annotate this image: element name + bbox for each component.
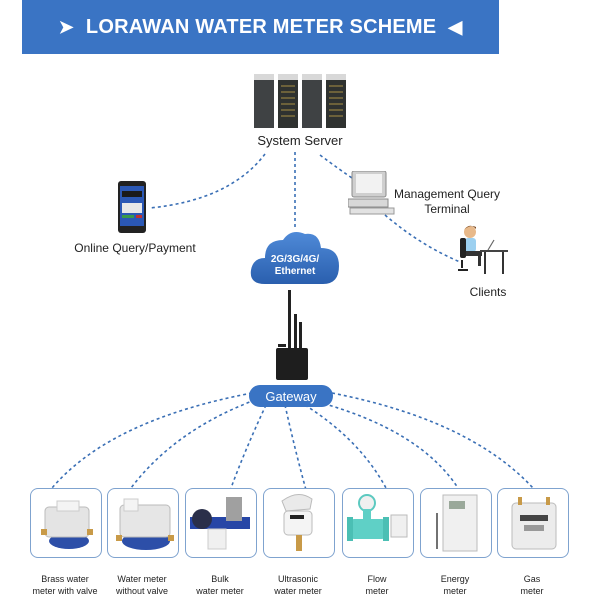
router-antenna-icon — [276, 290, 308, 380]
device-label-line1: Flow — [367, 574, 387, 584]
link-gw-d2 — [130, 399, 256, 489]
device-card — [420, 488, 492, 558]
device-card — [185, 488, 257, 558]
link-gw-d4 — [284, 404, 307, 491]
device-card — [107, 488, 179, 558]
bulk-water-meter-icon — [190, 497, 250, 550]
left-arrow-icon: ◀ — [448, 16, 463, 37]
person-at-desk-icon — [458, 225, 508, 274]
device-label: Flow meter — [337, 573, 417, 597]
link-gw-d7 — [331, 392, 534, 489]
device-label-line1: Water meter — [117, 574, 167, 584]
cloud-icon — [250, 232, 339, 284]
network-label-line1: 2G/3G/4G/ — [270, 254, 320, 265]
device-label-line2: meter — [520, 586, 544, 596]
terminal-label-line2: Terminal — [424, 202, 470, 216]
smartphone-icon — [118, 181, 146, 233]
device-label-line1: Ultrasonic — [277, 574, 318, 584]
device-label-line1: Energy — [440, 574, 470, 584]
mobile-label: Online Query/Payment — [74, 241, 196, 255]
device-card — [30, 488, 102, 558]
brass-water-meter-icon — [41, 500, 93, 549]
system-server — [254, 74, 350, 132]
link-gw-d1 — [51, 392, 253, 489]
right-arrow-icon: ➤ — [58, 16, 74, 37]
clients — [458, 224, 510, 278]
device-card — [342, 488, 414, 558]
device-label: Gas meter — [492, 573, 572, 597]
network-cloud — [247, 226, 343, 290]
server-rack-icon — [254, 74, 346, 128]
title-banner: ➤ LORAWAN WATER METER SCHEME ◀ — [22, 0, 499, 54]
water-meter-icon — [116, 498, 174, 550]
energy-meter-icon — [436, 494, 478, 552]
device-label-line1: Brass water — [41, 574, 89, 584]
gateway-device — [274, 290, 310, 382]
device-card — [497, 488, 569, 558]
terminal-label-line1: Management Query — [393, 187, 501, 201]
mobile-device — [118, 181, 146, 233]
desktop-computer-icon — [347, 170, 395, 215]
server-label: System Server — [257, 133, 343, 148]
link-gw-d6 — [317, 401, 459, 489]
device-label-line2: meter — [443, 586, 467, 596]
device-label-line1: Bulk — [211, 574, 229, 584]
management-terminal — [347, 170, 396, 217]
device-label-line2: meter — [365, 586, 389, 596]
device-label-line2: without valve — [115, 586, 169, 596]
link-gw-d3 — [230, 404, 267, 489]
ultrasonic-meter-icon — [281, 494, 313, 551]
network-label-line2: Ethernet — [274, 266, 316, 277]
device-label-line2: water meter — [274, 586, 322, 596]
link-server-mobile — [149, 153, 266, 209]
link-terminal-clients — [384, 214, 461, 263]
device-label: Brass water meter with valve — [25, 573, 105, 597]
device-label-line2: meter with valve — [32, 586, 98, 596]
diagram-title: LORAWAN WATER METER SCHEME — [85, 15, 437, 38]
gas-meter-icon — [511, 497, 557, 550]
device-label: Ultrasonic water meter — [258, 573, 338, 597]
device-label: Bulk water meter — [180, 573, 260, 597]
link-gw-d5 — [304, 404, 387, 489]
flow-meter-icon — [347, 494, 408, 541]
clients-label: Clients — [469, 285, 507, 299]
device-label: Water meter without valve — [102, 573, 182, 597]
device-label: Energy meter — [415, 573, 495, 597]
device-label-line1: Gas — [523, 574, 541, 584]
terminal-label: Management Query Terminal — [392, 187, 502, 217]
network-label: 2G/3G/4G/ Ethernet — [255, 254, 335, 278]
gateway-label: Gateway — [249, 385, 333, 407]
device-card — [263, 488, 335, 558]
device-label-line2: water meter — [196, 586, 244, 596]
